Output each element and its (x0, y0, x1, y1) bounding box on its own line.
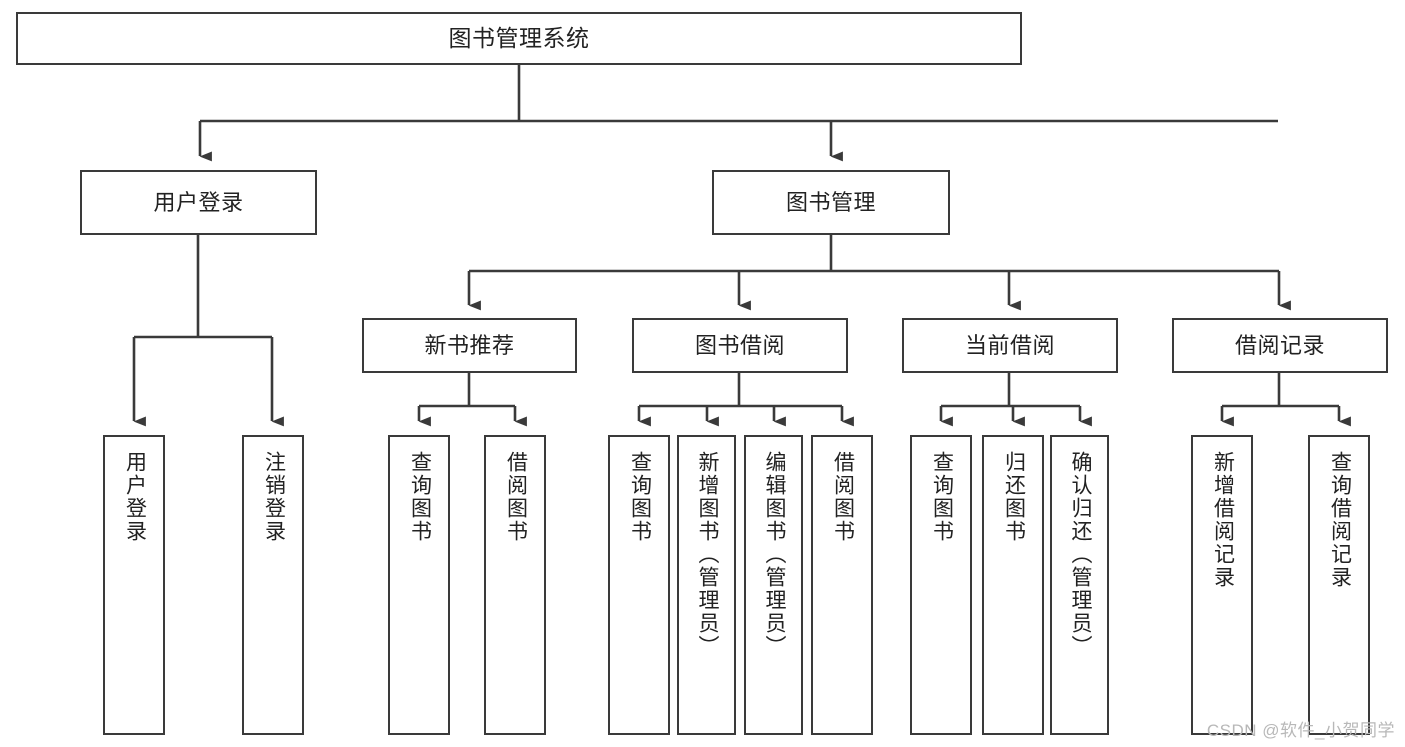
node-leaf-user-logout[interactable]: 注销登录 (242, 435, 304, 735)
node-book-manage-label: 图书管理 (785, 189, 876, 215)
node-root-label: 图书管理系统 (448, 25, 590, 52)
node-leaf-user-logout-label: 注销登录 (262, 451, 286, 543)
node-leaf-query-book-2-label: 查询图书 (628, 451, 652, 543)
node-leaf-query-record[interactable]: 查询借阅记录 (1308, 435, 1370, 735)
node-user-login-label: 用户登录 (153, 189, 244, 215)
node-leaf-borrow-book-2[interactable]: 借阅图书 (811, 435, 873, 735)
node-root[interactable]: 图书管理系统 (16, 12, 1022, 65)
node-leaf-confirm-return-label: 确认归还（管理员） (1068, 451, 1092, 658)
node-user-login[interactable]: 用户登录 (80, 170, 317, 235)
node-new-book-rec-label: 新书推荐 (424, 332, 515, 358)
node-leaf-return-book[interactable]: 归还图书 (982, 435, 1044, 735)
node-leaf-user-login[interactable]: 用户登录 (103, 435, 165, 735)
node-leaf-add-record-label: 新增借阅记录 (1211, 451, 1235, 589)
node-leaf-confirm-return[interactable]: 确认归还（管理员） (1050, 435, 1109, 735)
node-book-borrow-label: 图书借阅 (694, 332, 785, 358)
node-leaf-edit-book-label: 编辑图书（管理员） (762, 451, 786, 658)
node-leaf-user-login-label: 用户登录 (123, 451, 147, 543)
node-borrow-record[interactable]: 借阅记录 (1172, 318, 1388, 373)
node-new-book-rec[interactable]: 新书推荐 (362, 318, 577, 373)
node-leaf-borrow-book-1-label: 借阅图书 (504, 451, 528, 543)
node-leaf-query-book-3[interactable]: 查询图书 (910, 435, 972, 735)
node-leaf-query-book-3-label: 查询图书 (930, 451, 954, 543)
node-leaf-borrow-book-2-label: 借阅图书 (831, 451, 855, 543)
node-leaf-add-book[interactable]: 新增图书（管理员） (677, 435, 736, 735)
node-leaf-query-book-1[interactable]: 查询图书 (388, 435, 450, 735)
node-borrow-record-label: 借阅记录 (1234, 332, 1325, 358)
node-leaf-query-book-2[interactable]: 查询图书 (608, 435, 670, 735)
watermark-text: CSDN @软件_小贺同学 (1206, 721, 1395, 740)
node-leaf-add-book-label: 新增图书（管理员） (695, 451, 719, 658)
node-book-borrow[interactable]: 图书借阅 (632, 318, 848, 373)
node-current-borrow[interactable]: 当前借阅 (902, 318, 1118, 373)
node-leaf-query-record-label: 查询借阅记录 (1328, 451, 1352, 589)
node-leaf-edit-book[interactable]: 编辑图书（管理员） (744, 435, 803, 735)
node-book-manage[interactable]: 图书管理 (712, 170, 950, 235)
node-leaf-add-record[interactable]: 新增借阅记录 (1191, 435, 1253, 735)
node-leaf-borrow-book-1[interactable]: 借阅图书 (484, 435, 546, 735)
node-current-borrow-label: 当前借阅 (964, 332, 1055, 358)
node-leaf-query-book-1-label: 查询图书 (408, 451, 432, 543)
node-leaf-return-book-label: 归还图书 (1002, 451, 1026, 543)
